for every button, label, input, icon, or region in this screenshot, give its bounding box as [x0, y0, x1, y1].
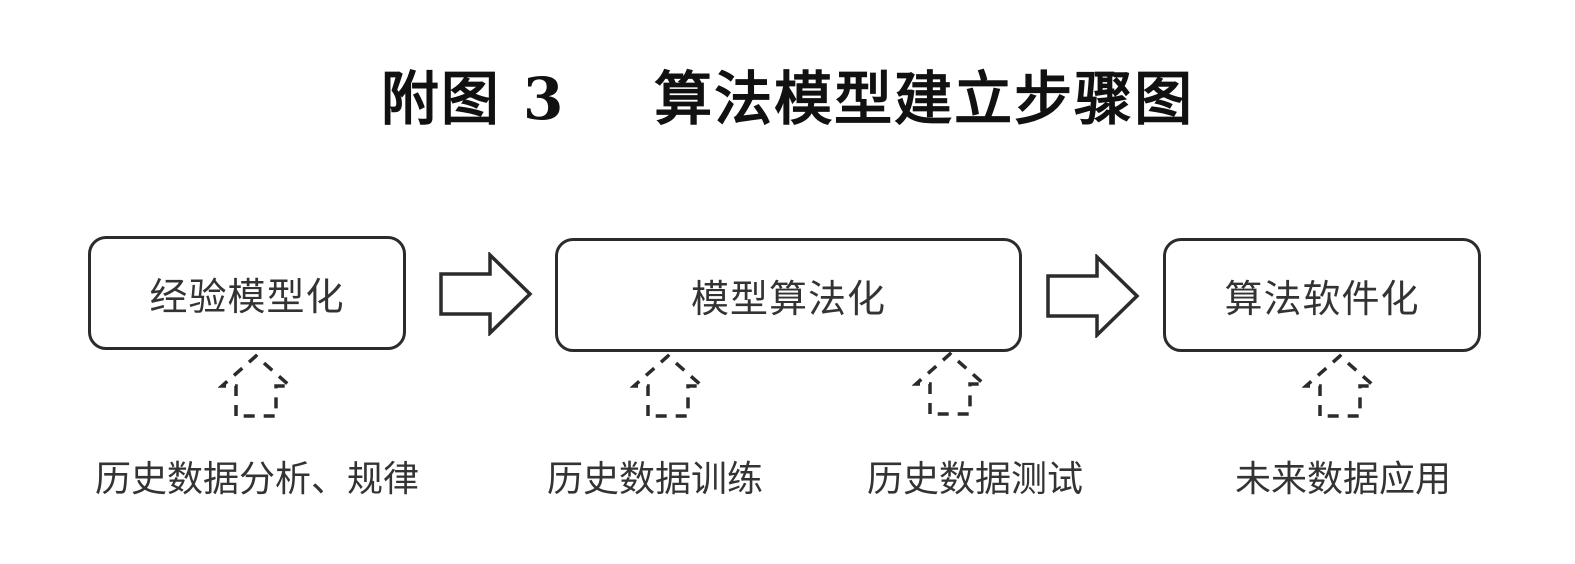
input-label-historical-testing: 历史数据测试 — [866, 459, 1083, 500]
dashed-up-arrow-icon — [1302, 353, 1378, 418]
step-box-empirical-modeling: 经验模型化 — [88, 236, 406, 350]
step-box-algorithm-softwarization: 算法软件化 — [1163, 238, 1481, 352]
right-arrow-icon — [439, 252, 533, 336]
right-arrow-icon — [1046, 254, 1140, 338]
input-label-future-application: 未来数据应用 — [1234, 459, 1451, 500]
step-label: 模型算法化 — [690, 276, 886, 321]
step-label: 算法软件化 — [1224, 276, 1420, 321]
input-label-historical-analysis: 历史数据分析、规律 — [94, 459, 419, 500]
step-box-model-algorithmization: 模型算法化 — [555, 238, 1022, 352]
figure-title: 附图 3 算法模型建立步骤图 — [380, 65, 1195, 133]
step-label: 经验模型化 — [149, 274, 345, 319]
input-label-historical-training: 历史数据训练 — [546, 459, 763, 500]
dashed-up-arrow-icon — [912, 351, 988, 416]
dashed-up-arrow-icon — [218, 353, 294, 418]
dashed-up-arrow-icon — [630, 353, 706, 418]
